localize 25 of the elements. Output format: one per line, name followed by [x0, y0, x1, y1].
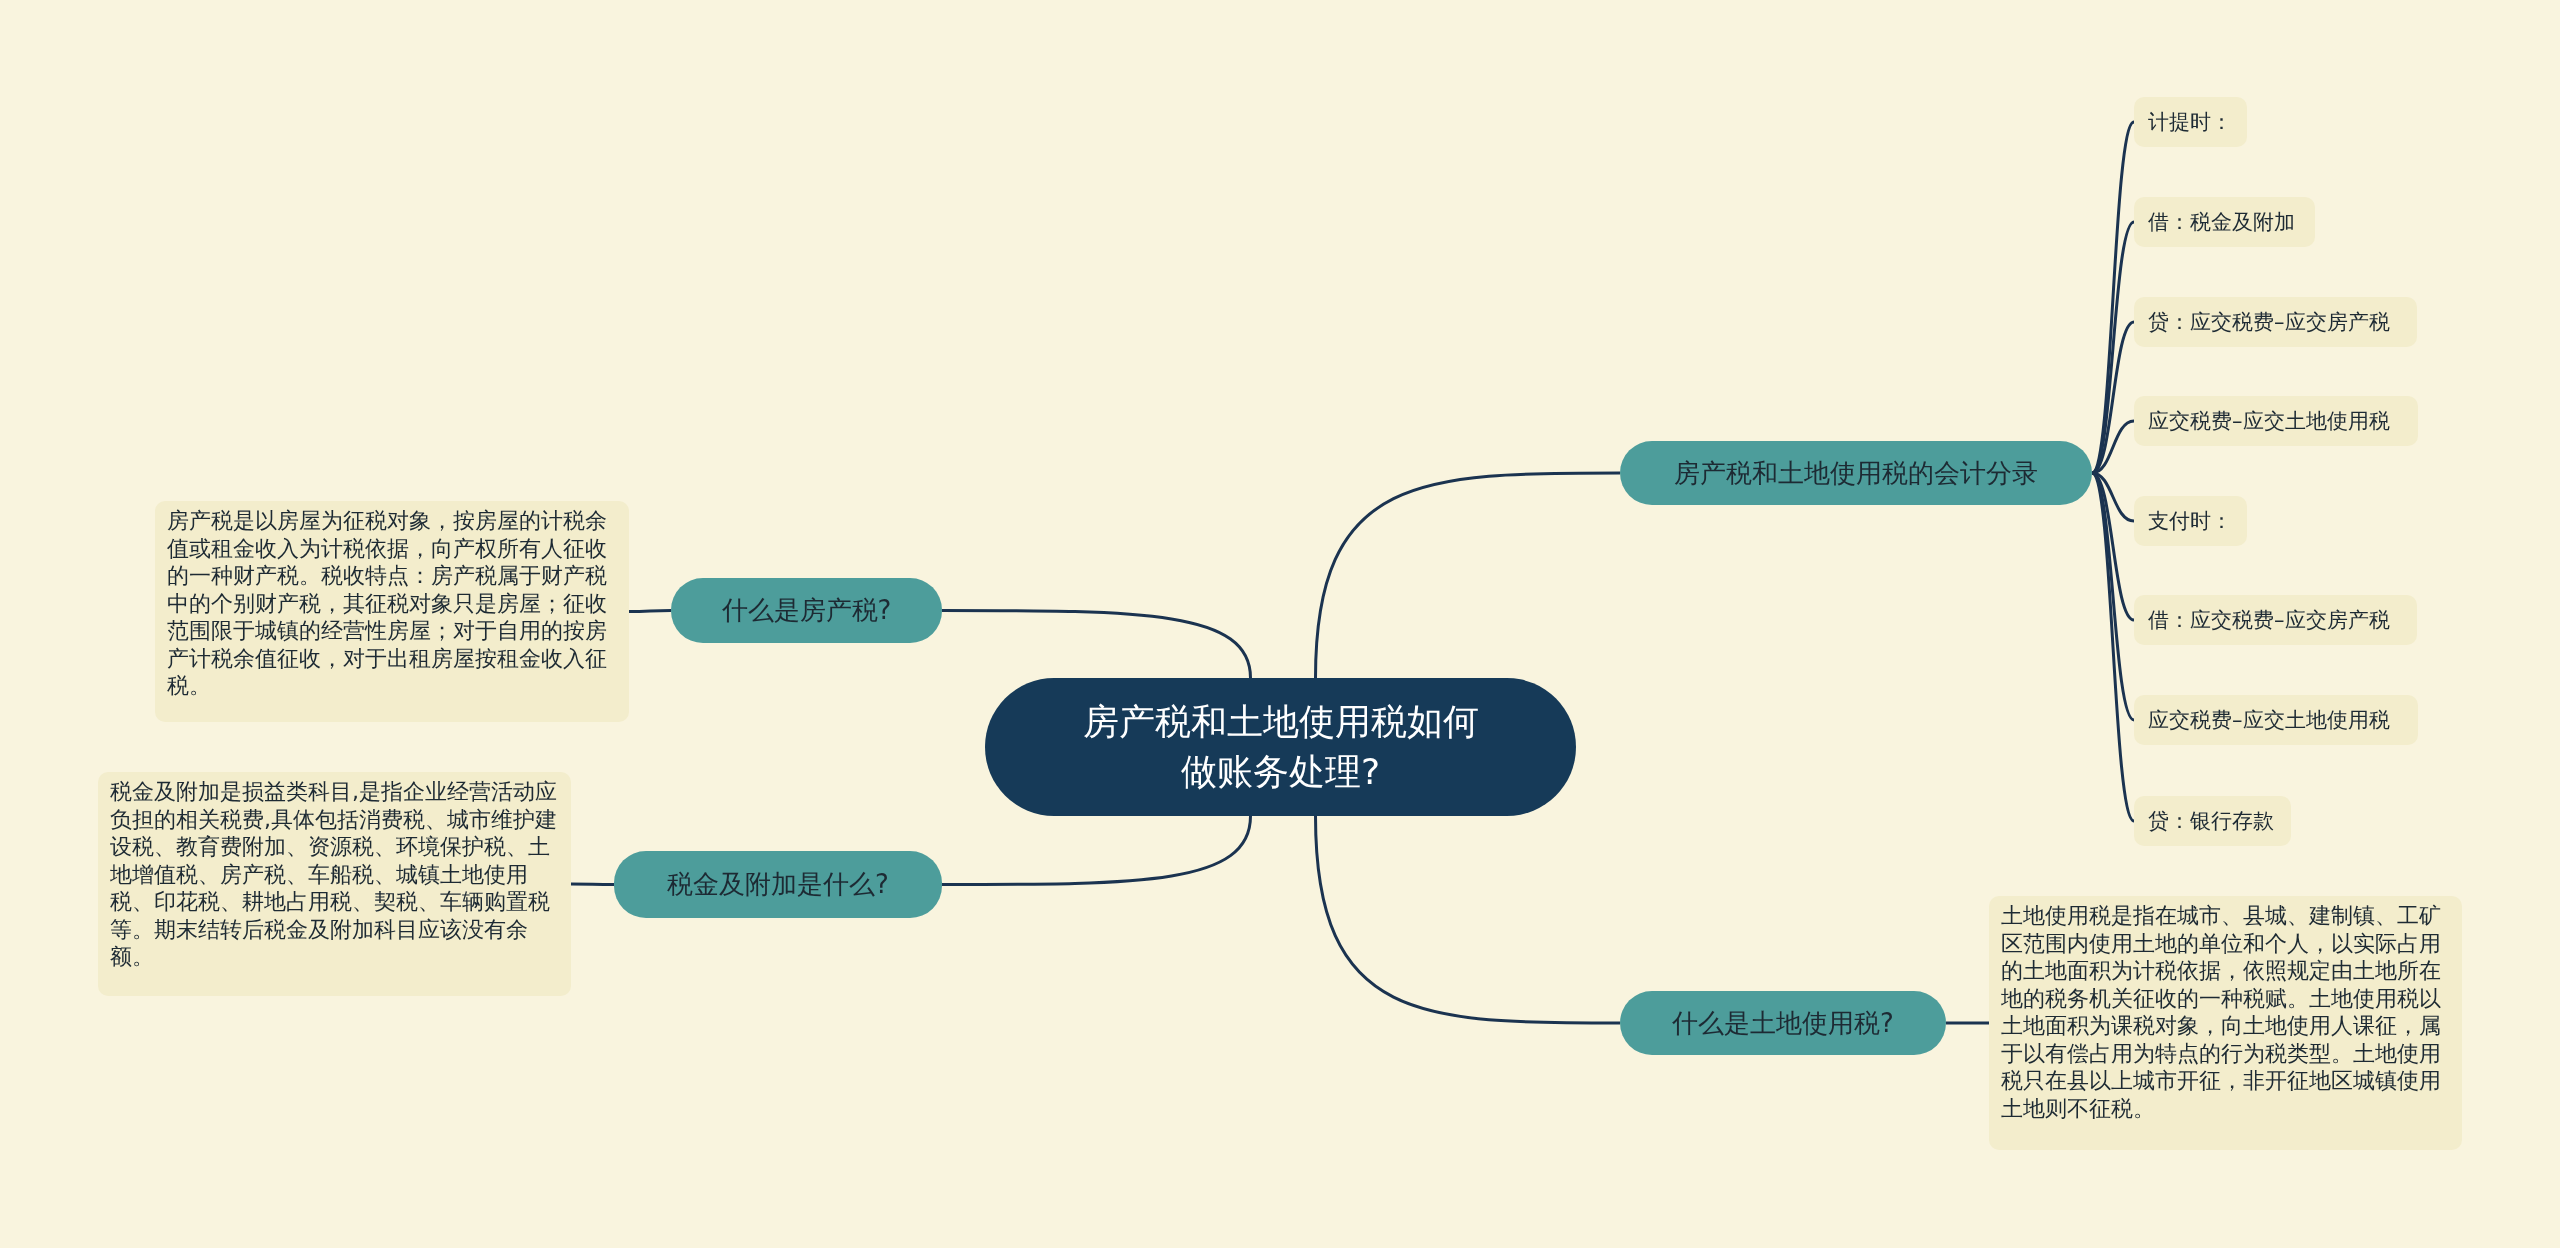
note-card: 土地使用税是指在城市、县城、建制镇、工矿区范围内使用土地的单位和个人，以实际占用的土地面积为计税依据，依照规定由土地所在地的税务机关征收的一种税赋。土地使用税以土地面积为课税对象，向土地使用人课征，属于以有偿占用为特点的行为税类型。土地使用税只在县以上城市开征，非开征地区城镇使用土地则不征税。: [1989, 896, 2462, 1150]
subtopic-label: 计提时：: [2134, 97, 2247, 147]
topic-pill: 什么是土地使用税?: [1620, 991, 1946, 1055]
central-topic: 房产税和土地使用税如何做账务处理?: [985, 678, 1576, 816]
subtopic-label: 支付时：: [2134, 496, 2247, 546]
connector-line: [2090, 121, 2136, 474]
topic-pill: 房产税和土地使用税的会计分录: [1620, 441, 2092, 505]
topic-pill: 税金及附加是什么?: [614, 851, 942, 918]
connector-line: [942, 609, 1252, 679]
connector-line: [2090, 472, 2136, 822]
connector-line: [1314, 815, 1620, 1025]
connector-line: [629, 609, 671, 613]
connector-line: [571, 882, 614, 886]
topic-pill: 什么是房产税?: [671, 578, 942, 643]
subtopic-label: 借：税金及附加: [2134, 197, 2315, 247]
note-card: 房产税是以房屋为征税对象，按房屋的计税余值或租金收入为计税依据，向产权所有人征收的一种财产税。税收特点：房产税属于财产税中的个别财产税，其征税对象只是房屋；征收范围限于城镇的经营性房屋；对于自用的按房产计税余值征收，对于出租房屋按租金收入征税。: [155, 501, 629, 722]
subtopic-label: 贷：应交税费–应交房产税: [2134, 297, 2417, 347]
connector-line: [1946, 1021, 1989, 1025]
subtopic-label: 贷：银行存款: [2134, 796, 2291, 846]
connector-line: [942, 815, 1252, 886]
subtopic-label: 应交税费–应交土地使用税: [2134, 396, 2418, 446]
connector-line: [1314, 471, 1620, 679]
note-card: 税金及附加是损益类科目,是指企业经营活动应负担的相关税费,具体包括消费税、城市维护建设税、教育费附加、资源税、环境保护税、土地增值税、房产税、车船税、城镇土地使用税、印花税、耕地占用税、契税、车辆购置税等。期末结转后税金及附加科目应该没有余额。: [98, 772, 571, 996]
subtopic-label: 应交税费–应交土地使用税: [2134, 695, 2418, 745]
subtopic-label: 借：应交税费–应交房产税: [2134, 595, 2417, 645]
